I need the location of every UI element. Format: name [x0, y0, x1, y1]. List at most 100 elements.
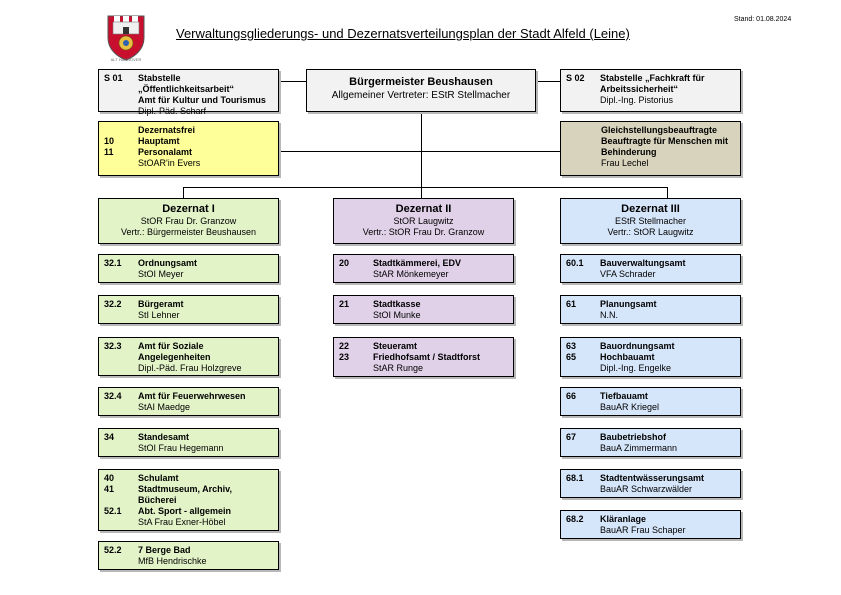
free-department-box: Dezernatsfrei 10 Hauptamt 11 Personalamt… — [98, 121, 279, 176]
unit-code: 21 — [339, 299, 350, 309]
free-department-title: Dezernatsfrei — [138, 125, 196, 135]
unit-name: 7 Berge Bad — [138, 545, 191, 555]
unit-name: Amt für Soziale Angelegenheiten — [138, 341, 211, 362]
unit-name: Amt für Kultur und Tourismus — [138, 95, 266, 105]
unit-code: 68.1 — [566, 473, 584, 483]
unit-person: StOI Frau Hegemann — [138, 443, 224, 453]
unit-code: 32.3 — [104, 341, 122, 351]
unit-person: BauAR Frau Schaper — [600, 525, 686, 535]
unit-person: N.N. — [600, 310, 618, 320]
unit-code: 32.1 — [104, 258, 122, 268]
unit-person: Dipl.-Ing. Pistorius — [600, 95, 674, 105]
unit-code: 52.2 — [104, 545, 122, 555]
dezernat-deputy: Vertr.: StOR Frau Dr. Granzow — [362, 227, 485, 237]
unit-code: 34 — [104, 432, 115, 442]
dezernat-title: Dezernat I — [162, 203, 215, 215]
unit-person: VFA Schrader — [600, 269, 656, 279]
unit-name: Stadtmuseum, Archiv, Bücherei — [138, 484, 233, 505]
unit-code: 66 — [566, 391, 577, 401]
unit-person: MfB Hendrischke — [138, 556, 207, 566]
dezernat-head: StOR Frau Dr. Granzow — [140, 216, 237, 226]
unit-code: 52.1 — [104, 506, 122, 516]
unit-code: 60.1 — [566, 258, 584, 268]
unit-person: Dipl.-Päd. Frau Holzgreve — [138, 363, 242, 373]
unit-name: Standesamt — [138, 432, 190, 442]
unit-person: BauA Zimmermann — [600, 443, 678, 453]
stand-date: Stand: 01.08.2024 — [734, 16, 792, 23]
connector-line — [667, 187, 668, 199]
page-title: Verwaltungsgliederungs- und Dezernatsver… — [176, 26, 630, 41]
unit-person: StI Lehner — [138, 310, 180, 320]
unit-name: Stadtkämmerei, EDV — [373, 258, 462, 268]
unit-code: S 01 — [104, 73, 123, 83]
unit-name: Baubetriebshof — [600, 432, 667, 442]
unit-name: Bauordnungsamt — [600, 341, 675, 351]
unit-name: Bauverwaltungsamt — [600, 258, 686, 268]
unit-name: Stadtentwässerungsamt — [600, 473, 705, 483]
unit-name: Stabstelle „Öffentlichkeitsarbeit“ — [138, 73, 235, 94]
mayor-deputy: Allgemeiner Vertreter: EStR Stellmacher — [331, 90, 511, 101]
unit-code: 61 — [566, 299, 577, 309]
unit-person: Dipl.-Ing. Engelke — [600, 363, 672, 373]
unit-code: 22 — [339, 341, 350, 351]
connector-line — [422, 151, 560, 152]
unit-code: 32.2 — [104, 299, 122, 309]
connector-line — [279, 81, 306, 82]
unit-name: Friedhofsamt / Stadtforst — [373, 352, 481, 362]
unit-name: Planungsamt — [600, 299, 657, 309]
unit-person: StOAR'in Evers — [138, 158, 201, 168]
equality-officer-box: Gleichstellungsbeauftragte Beauftragte f… — [560, 121, 741, 176]
connector-line — [536, 81, 560, 82]
unit-code: 63 — [566, 341, 577, 351]
unit-code: 41 — [104, 484, 115, 494]
unit-name: Kläranlage — [600, 514, 647, 524]
unit-name: Steueramt — [373, 341, 418, 351]
unit-name: Personalamt — [138, 147, 193, 157]
mayor-box: Bürgermeister Beushausen Allgemeiner Ver… — [306, 69, 536, 112]
unit-code: 23 — [339, 352, 350, 362]
unit-person: StOI Munke — [373, 310, 421, 320]
unit-code: 65 — [566, 352, 577, 362]
connector-line — [279, 151, 421, 152]
unit-name: Tiefbauamt — [600, 391, 648, 401]
unit-code: 11 — [104, 147, 114, 157]
unit-name: Amt für Feuerwehrwesen — [138, 391, 246, 401]
equality-title: Gleichstellungsbeauftragte — [601, 125, 718, 135]
city-crest-icon — [104, 12, 148, 62]
staff-unit-s01: S 01 Stabstelle „Öffentlichkeitsarbeit“ … — [98, 69, 279, 116]
unit-person: StAI Maedge — [138, 402, 191, 412]
unit-person: StAR Runge — [373, 363, 424, 373]
unit-code: S 02 — [566, 73, 585, 83]
dezernat-deputy: Vertr.: StOR Laugwitz — [607, 227, 694, 237]
crest-caption: ALT HANNOVER — [110, 57, 142, 62]
unit-person: StA Frau Exner-Höbel — [138, 517, 226, 527]
connector-line — [183, 187, 668, 188]
dezernat-title: Dezernat III — [621, 203, 680, 215]
dezernat-title: Dezernat II — [395, 203, 452, 215]
unit-person: BauAR Schwarzwälder — [600, 484, 693, 494]
connector-line — [183, 187, 184, 199]
unit-name: Stabstelle „Fachkraft für Arbeitssicherh… — [600, 73, 705, 94]
unit-name: Abt. Sport - allgemein — [138, 506, 232, 516]
dezernat-head: EStR Stellmacher — [614, 216, 687, 226]
unit-code: 10 — [104, 136, 115, 146]
unit-name: Bürgeramt — [138, 299, 184, 309]
unit-name: Schulamt — [138, 473, 179, 483]
mayor-title: Bürgermeister Beushausen — [349, 76, 493, 88]
unit-code: 40 — [104, 473, 115, 483]
unit-person: StAR Mönkemeyer — [373, 269, 449, 279]
unit-name: Hauptamt — [138, 136, 180, 146]
